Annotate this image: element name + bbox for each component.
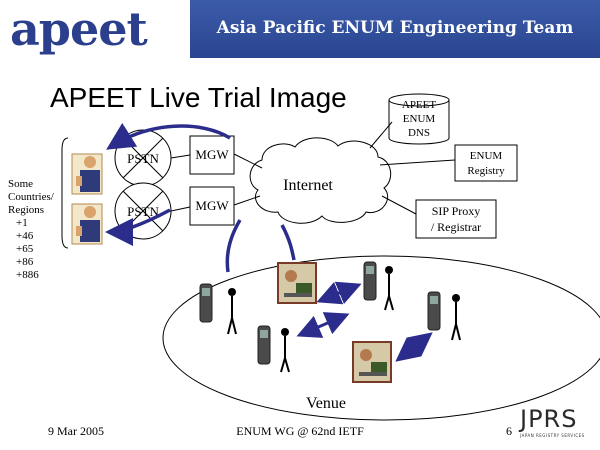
pstn-top-cross bbox=[122, 137, 164, 179]
regions-line: Countries/ bbox=[8, 191, 54, 203]
person-bottom-icon bbox=[71, 203, 103, 245]
internet-cloud bbox=[249, 137, 392, 224]
mgw-top-label: MGW bbox=[195, 147, 229, 162]
call-flow-arrow-top bbox=[106, 122, 231, 150]
regions-line: +46 bbox=[16, 230, 34, 242]
mobile-phone-icon bbox=[199, 283, 237, 335]
regions-line: Some bbox=[8, 178, 34, 190]
link-pstn-mgw-top bbox=[170, 154, 191, 159]
mobile-phone-icon bbox=[427, 291, 461, 341]
regions-line: +886 bbox=[16, 269, 39, 281]
page-number: 6 bbox=[506, 424, 512, 438]
mobile-phone-icon bbox=[257, 325, 290, 373]
sip-proxy-box bbox=[415, 199, 497, 239]
dns-cylinder bbox=[388, 93, 450, 145]
dns-line: APEET bbox=[402, 99, 437, 111]
header-title: Asia Pacific ENUM Engineering Team bbox=[216, 18, 574, 38]
link-sip bbox=[381, 195, 417, 215]
pstn-top-label: PSTN bbox=[127, 151, 159, 166]
mgw-bottom-box bbox=[189, 186, 235, 226]
venue-link-2 bbox=[316, 281, 362, 305]
link-registry bbox=[379, 159, 456, 166]
venue-link-1 bbox=[296, 312, 350, 338]
regions-line: Regions bbox=[8, 204, 45, 216]
dns-line: ENUM bbox=[403, 113, 436, 125]
internet-label: Internet bbox=[283, 177, 333, 194]
jprs-logo: JPRS JAPAN REGISTRY SERVICES bbox=[520, 405, 585, 438]
regions-line: +1 bbox=[16, 217, 28, 229]
regions-bracket bbox=[61, 137, 69, 249]
registry-line: ENUM bbox=[470, 150, 503, 162]
venue-link-3 bbox=[395, 332, 433, 362]
sip-line: / Registrar bbox=[431, 220, 481, 234]
call-flow-arrow-bottom bbox=[105, 208, 171, 246]
link-mgw-internet-top bbox=[233, 153, 263, 169]
registry-box bbox=[454, 144, 518, 182]
pstn-bottom-label: PSTN bbox=[127, 204, 159, 219]
mgw-bottom-label: MGW bbox=[195, 198, 229, 213]
computer-user-icon bbox=[352, 341, 392, 383]
link-dns bbox=[369, 121, 393, 149]
regions-label: Some Countries/ Regions +1 +46 +65 +86 +… bbox=[8, 178, 78, 282]
footer-date: 9 Mar 2005 bbox=[48, 424, 104, 438]
jprs-logo-text: JPRS bbox=[520, 405, 578, 433]
jprs-logo-subtext: JAPAN REGISTRY SERVICES bbox=[520, 433, 585, 438]
link-mgw-internet-bottom bbox=[233, 195, 261, 206]
regions-line: +86 bbox=[16, 256, 34, 268]
dns-line: DNS bbox=[408, 127, 430, 139]
link-pstn-mgw-bottom bbox=[170, 206, 191, 212]
computer-user-icon bbox=[277, 262, 317, 304]
venue-ellipse bbox=[162, 255, 600, 421]
call-flow-venue-center bbox=[280, 224, 296, 261]
header-bar bbox=[190, 0, 600, 58]
mobile-phone-icon bbox=[363, 261, 394, 311]
call-flow-venue-left bbox=[225, 219, 242, 273]
sip-line: SIP Proxy bbox=[432, 204, 481, 218]
venue-label: Venue bbox=[306, 395, 346, 412]
slide-title: APEET Live Trial Image bbox=[50, 82, 347, 113]
person-top-icon bbox=[71, 153, 103, 195]
regions-line: +65 bbox=[16, 243, 34, 255]
registry-line: Registry bbox=[467, 165, 505, 177]
logo-area bbox=[0, 0, 190, 58]
footer-event: ENUM WG @ 62nd IETF bbox=[236, 424, 364, 438]
apeet-logo: apeet bbox=[10, 2, 148, 56]
